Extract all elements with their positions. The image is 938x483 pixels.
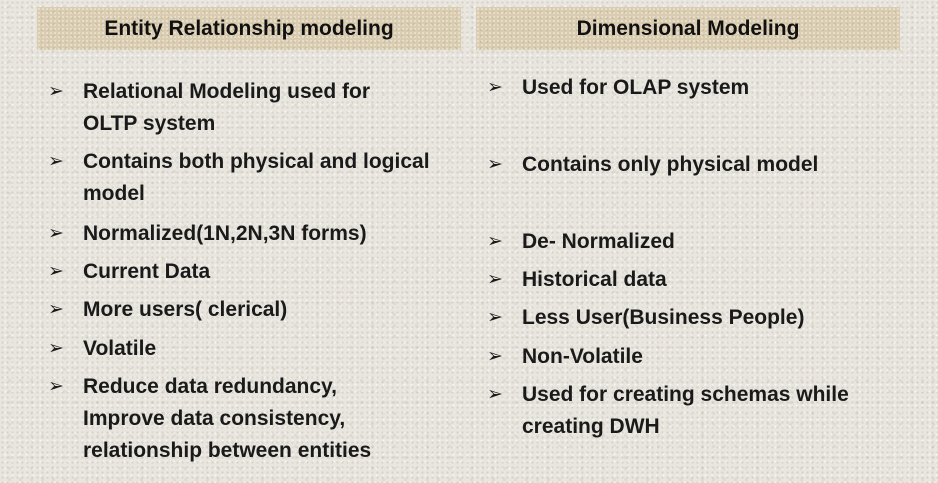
list-item-text: Current Data bbox=[83, 256, 210, 288]
list-item-text: Historical data bbox=[522, 264, 667, 296]
list-item-line: creating DWH bbox=[522, 415, 660, 438]
left-column-heading: Entity Relationship modeling bbox=[37, 7, 461, 50]
list-item-line: Less User(Business People) bbox=[522, 306, 805, 329]
arrow-bullet-icon: ➢ bbox=[487, 77, 503, 98]
list-item-line: relationship between entities bbox=[83, 439, 372, 462]
arrow-bullet-icon: ➢ bbox=[487, 154, 503, 175]
list-item-line: Historical data bbox=[522, 268, 667, 291]
arrow-bullet-icon: ➢ bbox=[48, 81, 64, 102]
list-item-line: Contains both physical and logical bbox=[83, 150, 430, 173]
arrow-bullet-icon: ➢ bbox=[487, 384, 503, 405]
arrow-bullet-icon: ➢ bbox=[48, 338, 64, 359]
list-item-line: De- Normalized bbox=[522, 230, 675, 253]
left-heading-text: Entity Relationship modeling bbox=[104, 16, 394, 40]
arrow-bullet-icon: ➢ bbox=[48, 299, 64, 320]
list-item-text: Used for OLAP system bbox=[522, 72, 749, 104]
list-item-text: More users( clerical) bbox=[83, 294, 287, 326]
arrow-bullet-icon: ➢ bbox=[48, 151, 64, 172]
list-item-text: Less User(Business People) bbox=[522, 302, 804, 334]
list-item-line: model bbox=[83, 182, 145, 205]
list-item-line: Contains only physical model bbox=[522, 153, 819, 176]
arrow-bullet-icon: ➢ bbox=[487, 269, 503, 290]
arrow-bullet-icon: ➢ bbox=[48, 223, 64, 244]
list-item-line: Relational Modeling used for bbox=[83, 80, 371, 103]
arrow-bullet-icon: ➢ bbox=[48, 376, 64, 397]
list-item-line: OLTP system bbox=[83, 112, 216, 135]
right-column-heading: Dimensional Modeling bbox=[476, 7, 900, 50]
list-item-text: Non-Volatile bbox=[522, 341, 643, 373]
list-item-line: Volatile bbox=[83, 337, 157, 360]
arrow-bullet-icon: ➢ bbox=[487, 346, 503, 367]
list-item-text: Normalized(1N,2N,3N forms) bbox=[83, 218, 367, 250]
list-item-line: More users( clerical) bbox=[83, 298, 288, 321]
list-item-text: Contains both physical and logical model bbox=[83, 146, 430, 210]
list-item-line: Current Data bbox=[83, 260, 211, 283]
arrow-bullet-icon: ➢ bbox=[48, 261, 64, 282]
list-item-line: Improve data consistency, bbox=[83, 407, 346, 430]
list-item-text: Volatile bbox=[83, 333, 156, 365]
list-item-line: Used for OLAP system bbox=[522, 76, 750, 99]
list-item-text: Reduce data redundancy, Improve data con… bbox=[83, 371, 371, 467]
list-item-text: De- Normalized bbox=[522, 226, 675, 258]
arrow-bullet-icon: ➢ bbox=[487, 231, 503, 252]
list-item-text: Relational Modeling used for OLTP system bbox=[83, 76, 370, 140]
right-heading-text: Dimensional Modeling bbox=[576, 16, 800, 40]
list-item-text: Contains only physical model bbox=[522, 149, 818, 181]
list-item-text: Used for creating schemas while creating… bbox=[522, 379, 849, 443]
list-item-line: Reduce data redundancy, bbox=[83, 375, 338, 398]
arrow-bullet-icon: ➢ bbox=[487, 307, 503, 328]
list-item-line: Used for creating schemas while bbox=[522, 383, 849, 406]
list-item-line: Normalized(1N,2N,3N forms) bbox=[83, 222, 367, 245]
list-item-line: Non-Volatile bbox=[522, 345, 643, 368]
